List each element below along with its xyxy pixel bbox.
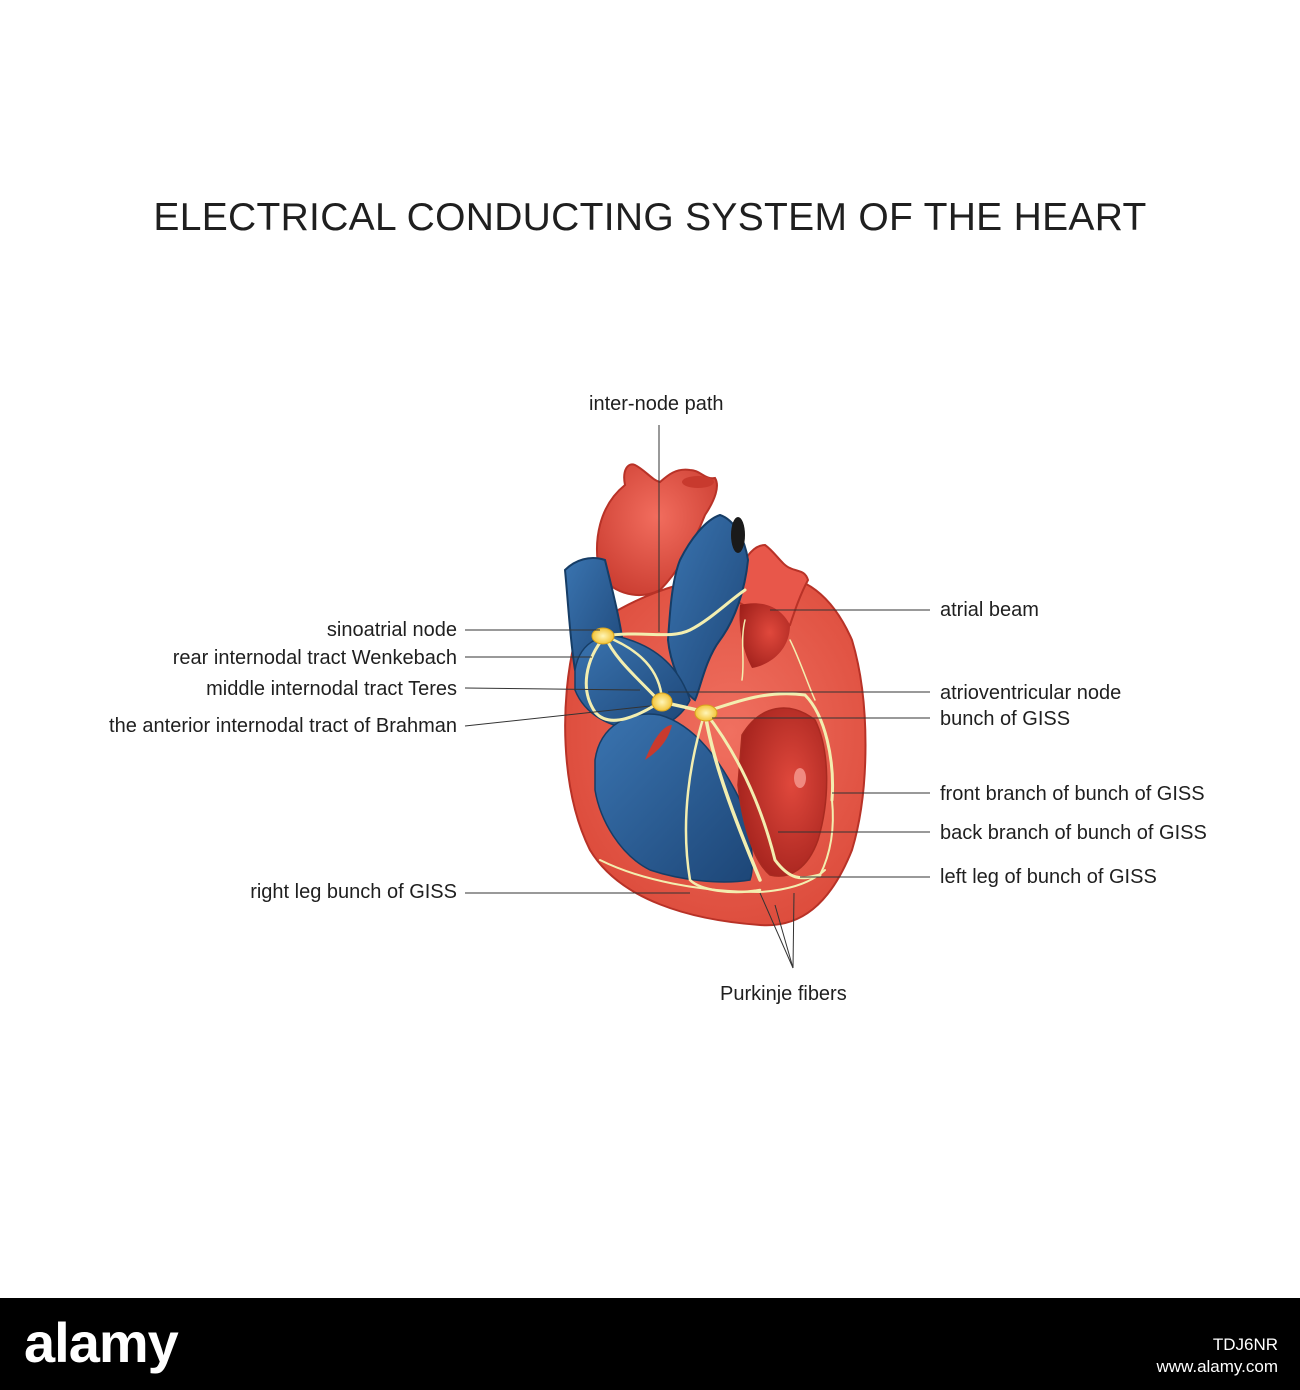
footer-bar: alamy TDJ6NR www.alamy.com (0, 1298, 1300, 1390)
label-inter-node-path: inter-node path (589, 393, 724, 415)
label-anterior-internodal: the anterior internodal tract of Brahman (109, 715, 457, 737)
label-atrial-beam: atrial beam (940, 599, 1039, 621)
site-url: www.alamy.com (1156, 1356, 1278, 1378)
stock-id: TDJ6NR www.alamy.com (1156, 1334, 1278, 1378)
label-right-leg: right leg bunch of GISS (250, 881, 457, 903)
alamy-logo: alamy (24, 1310, 178, 1375)
aortic-opening (682, 476, 714, 488)
label-front-branch: front branch of bunch of GISS (940, 783, 1205, 805)
label-back-branch: back branch of bunch of GISS (940, 822, 1207, 844)
label-bunch-giss: bunch of GISS (940, 708, 1070, 730)
label-rear-internodal: rear internodal tract Wenkebach (173, 647, 457, 669)
label-purkinje-fibers: Purkinje fibers (720, 983, 847, 1005)
label-av-node: atrioventricular node (940, 682, 1121, 704)
label-left-leg: left leg of bunch of GISS (940, 866, 1157, 888)
bundle-node (695, 705, 717, 721)
label-sinoatrial-node: sinoatrial node (327, 619, 457, 641)
lv-highlight (794, 768, 806, 788)
label-middle-internodal: middle internodal tract Teres (206, 678, 457, 700)
pulmonary-opening (731, 517, 745, 553)
av-node (652, 693, 672, 711)
image-id: TDJ6NR (1156, 1334, 1278, 1356)
